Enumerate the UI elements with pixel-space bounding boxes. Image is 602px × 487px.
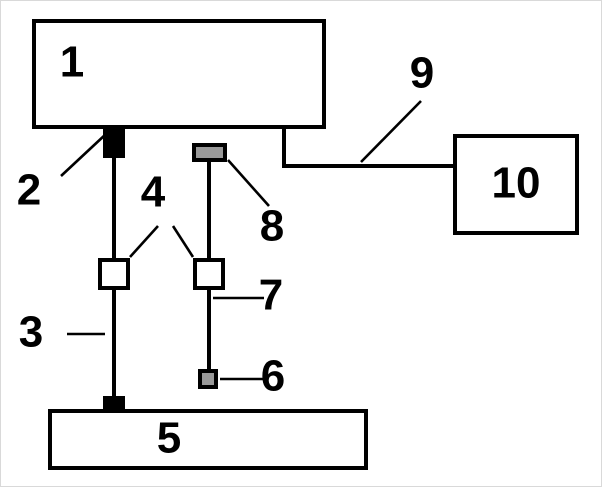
leader-line-8 [227, 159, 270, 207]
leader-line-9 [360, 100, 422, 163]
component-4-right-coupling [193, 258, 225, 290]
leader-line-2 [60, 133, 107, 177]
callout-label-6: 6 [261, 352, 285, 401]
component-2-black-block [103, 125, 125, 158]
box-1 [32, 19, 326, 129]
leader-line-4-left [129, 225, 159, 258]
callout-label-7: 7 [259, 271, 283, 320]
component-bottom-black-mount [103, 396, 125, 413]
box-10-label: 10 [492, 159, 541, 208]
component-4-left-coupling [98, 258, 130, 290]
callout-label-8: 8 [260, 202, 284, 251]
callout-label-2: 2 [17, 166, 41, 215]
callout-label-4: 4 [141, 168, 166, 217]
callout-label-9: 9 [410, 49, 434, 98]
box-5 [48, 409, 368, 470]
component-6-gray-tip [198, 369, 218, 389]
wire-9-connector [282, 127, 457, 168]
leader-line-4-right [171, 225, 195, 258]
box-10 [453, 134, 579, 235]
component-8-gray-flange [192, 143, 227, 162]
box-1-label: 1 [60, 38, 84, 87]
box-5-label: 5 [157, 414, 181, 463]
callout-label-3: 3 [19, 308, 43, 357]
